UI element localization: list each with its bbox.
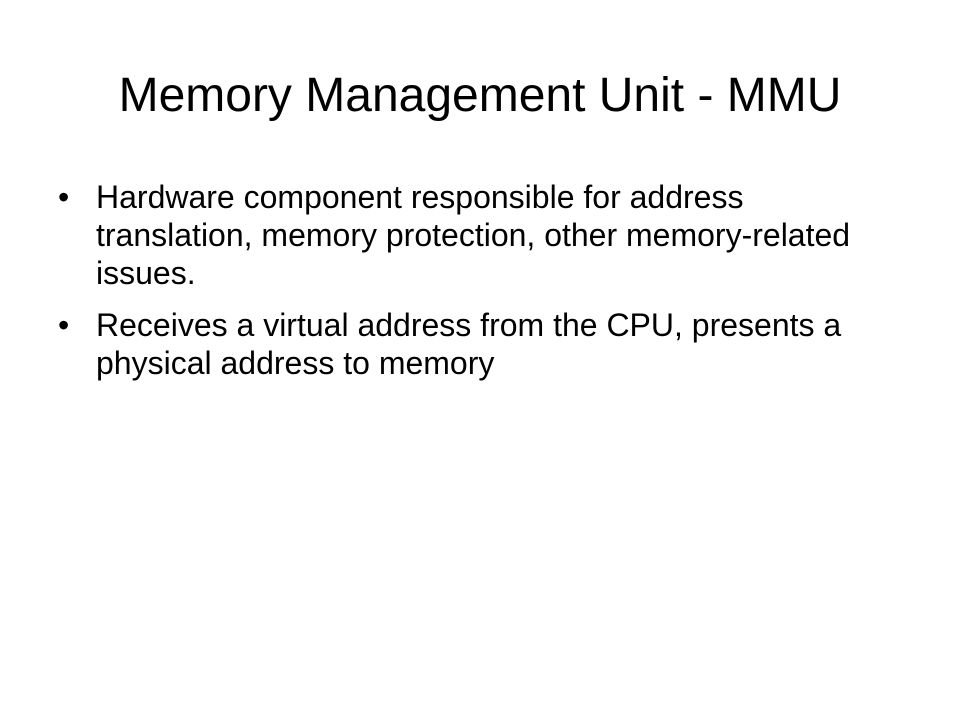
bullet-dot-icon: • [58,307,70,343]
bullet-list: • Hardware component responsible for add… [58,178,878,396]
bullet-text: Hardware component responsible for addre… [96,179,851,291]
bullet-item: • Hardware component responsible for add… [58,178,878,292]
slide-title: Memory Management Unit - MMU [118,69,842,122]
bullet-text: Receives a virtual address from the CPU,… [96,307,842,381]
bullet-dot-icon: • [58,179,70,215]
bullet-item: • Receives a virtual address from the CP… [58,306,878,382]
